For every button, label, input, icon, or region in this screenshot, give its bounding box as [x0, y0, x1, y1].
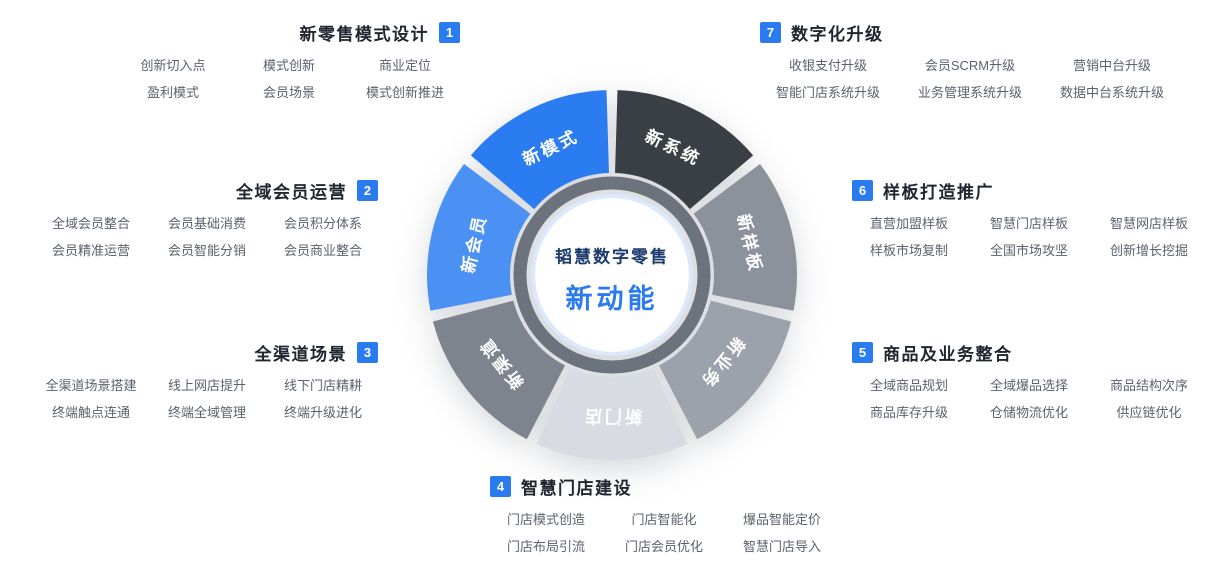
group-item: 会员SCRM升级 — [924, 58, 1016, 73]
group-title: 样板打造推广 — [883, 182, 994, 202]
group-4: 4 智慧门店建设门店模式创造 门店智能化 爆品智能定价门店布局引流 门店会员优化 智慧门店… — [490, 475, 838, 555]
group-item: 会员积分体系 — [283, 216, 362, 231]
group-title: 全域会员运营 — [236, 182, 347, 202]
group-item: 全域爆品选择 — [989, 378, 1068, 393]
group-item: 数据中台系统升级 — [1059, 85, 1164, 100]
group-item: 供应链优化 — [1116, 405, 1182, 420]
group-item: 爆品智能定价 — [742, 512, 821, 527]
group-5: 5 商品及业务整合全域商品规划 全域爆品选择 商品结构次序商品库存升级 仓储物流优化 供应… — [852, 341, 1206, 421]
group-item: 会员基础消费 — [167, 216, 246, 231]
group-item: 智慧门店样板 — [989, 216, 1068, 231]
group-item: 创新增长挖掘 — [1109, 243, 1188, 258]
group-3: 3 全渠道场景全渠道场景搭建 线上网店提升 线下门店精耕终端触点连通 终端全域管理 终端升… — [36, 341, 378, 421]
group-6: 6 样板打造推广直营加盟样板 智慧门店样板 智慧网店样板样板市场复制 全国市场攻坚 创新增… — [852, 179, 1206, 259]
group-number-badge: 7 — [760, 21, 781, 43]
wheel: 新模式新系统新样板新业务新门店新渠道新会员 韬慧数字零售 新动能 — [402, 65, 822, 485]
group-item: 创新切入点 — [140, 58, 206, 73]
group-item: 门店会员优化 — [624, 539, 703, 554]
wheel-segment-3 — [693, 164, 797, 311]
group-heading: 2 全域会员运营 — [36, 179, 378, 202]
group-number-badge: 2 — [357, 179, 378, 201]
group-heading: 7 数字化升级 — [760, 21, 1180, 44]
group-heading: 6 样板打造推广 — [852, 179, 1206, 202]
group-item: 商品库存升级 — [869, 405, 948, 420]
center-title: 韬慧数字零售 — [555, 247, 669, 267]
group-item: 门店智能化 — [631, 512, 697, 527]
group-item: 商业定位 — [378, 58, 431, 73]
group-items: 直营加盟样板 智慧门店样板 智慧网店样板样板市场复制 全国市场攻坚 创新增长挖掘 — [852, 213, 1206, 259]
wheel-segments: 新模式新系统新样板新业务新门店新渠道新会员 — [427, 90, 797, 461]
inner-gray-ring — [513, 176, 711, 374]
wheel-segment-5 — [536, 368, 688, 461]
group-item: 线上网店提升 — [167, 378, 246, 393]
group-item: 线下门店精耕 — [283, 378, 362, 393]
group-1: 1 新零售模式设计创新切入点 模式创新 商业定位盈利模式 会员场景 模式创新推进 — [118, 21, 460, 101]
center-circle — [535, 198, 689, 352]
group-7: 7 数字化升级收银支付升级 会员SCRM升级 营销中台升级智能门店系统升级 业务管理系统… — [760, 21, 1180, 101]
group-item: 终端全域管理 — [167, 405, 246, 420]
group-heading: 3 全渠道场景 — [36, 341, 378, 364]
group-heading: 4 智慧门店建设 — [490, 475, 838, 498]
group-2: 2 全域会员运营全域会员整合 会员基础消费 会员积分体系会员精准运营 会员智能分销 会员商… — [36, 179, 378, 259]
group-items: 全域商品规划 全域爆品选择 商品结构次序商品库存升级 仓储物流优化 供应链优化 — [852, 375, 1206, 421]
wheel-segment-6 — [432, 300, 566, 440]
group-number-badge: 4 — [490, 475, 511, 497]
wheel-segment-2 — [615, 90, 754, 210]
wheel-segment-1 — [470, 90, 609, 210]
group-item: 终端升级进化 — [283, 405, 362, 420]
group-items: 全域会员整合 会员基础消费 会员积分体系会员精准运营 会员智能分销 会员商业整合 — [36, 213, 378, 259]
group-item: 智能门店系统升级 — [775, 85, 880, 100]
group-item: 收银支付升级 — [788, 58, 867, 73]
wheel-segment-7 — [427, 164, 531, 311]
group-item: 直营加盟样板 — [869, 216, 948, 231]
group-item: 会员智能分销 — [167, 243, 246, 258]
group-item: 门店模式创造 — [506, 512, 585, 527]
group-item: 全国市场攻坚 — [989, 243, 1068, 258]
group-item: 商品结构次序 — [1109, 378, 1188, 393]
group-item: 样板市场复制 — [869, 243, 948, 258]
group-items: 全渠道场景搭建 线上网店提升 线下门店精耕终端触点连通 终端全域管理 终端升级进化 — [36, 375, 378, 421]
group-number-badge: 5 — [852, 341, 873, 363]
group-number-badge: 1 — [439, 21, 460, 43]
group-item: 全域会员整合 — [51, 216, 130, 231]
group-item: 会员精准运营 — [51, 243, 130, 258]
center-subtitle: 新动能 — [566, 283, 659, 314]
group-title: 全渠道场景 — [254, 344, 347, 364]
group-title: 数字化升级 — [791, 24, 884, 44]
group-title: 智慧门店建设 — [521, 478, 632, 498]
group-item: 智慧门店导入 — [742, 539, 821, 554]
group-item: 全域商品规划 — [869, 378, 948, 393]
group-items: 门店模式创造 门店智能化 爆品智能定价门店布局引流 门店会员优化 智慧门店导入 — [490, 509, 838, 555]
wheel-segment-label: 新门店 — [582, 407, 642, 427]
group-item: 门店布局引流 — [506, 539, 585, 554]
group-number-badge: 6 — [852, 179, 873, 201]
group-items: 收银支付升级 会员SCRM升级 营销中台升级智能门店系统升级 业务管理系统升级 数据中台… — [760, 55, 1180, 101]
group-title: 新零售模式设计 — [299, 24, 429, 44]
group-item: 智慧网店样板 — [1109, 216, 1188, 231]
group-title: 商品及业务整合 — [883, 344, 1013, 364]
group-item: 仓储物流优化 — [989, 405, 1068, 420]
group-item: 会员场景 — [262, 85, 315, 100]
group-heading: 5 商品及业务整合 — [852, 341, 1206, 364]
group-item: 盈利模式 — [146, 85, 199, 100]
group-heading: 1 新零售模式设计 — [118, 21, 460, 44]
group-item: 终端触点连通 — [51, 405, 130, 420]
group-item: 全渠道场景搭建 — [45, 378, 137, 393]
group-item: 业务管理系统升级 — [917, 85, 1022, 100]
group-item: 模式创新 — [262, 58, 315, 73]
group-items: 创新切入点 模式创新 商业定位盈利模式 会员场景 模式创新推进 — [118, 55, 460, 101]
wheel-segment-4 — [658, 300, 792, 440]
group-number-badge: 3 — [357, 341, 378, 363]
group-item: 模式创新推进 — [365, 85, 444, 100]
wheel-svg: 新模式新系统新样板新业务新门店新渠道新会员 韬慧数字零售 新动能 — [427, 90, 797, 461]
group-item: 会员商业整合 — [283, 243, 362, 258]
group-item: 营销中台升级 — [1072, 58, 1151, 73]
